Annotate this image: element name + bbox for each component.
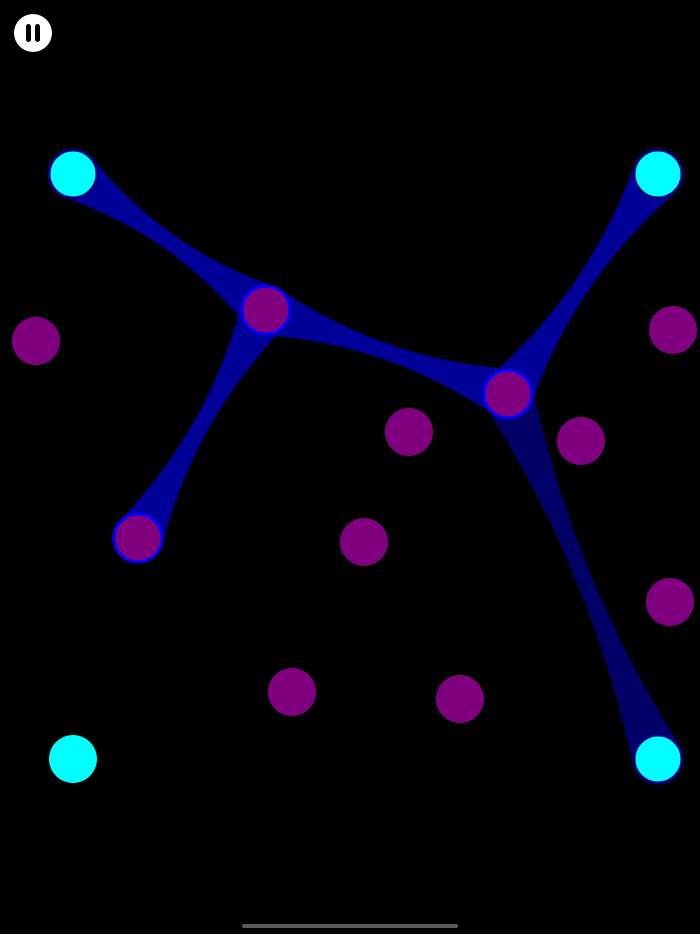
link-p2-p7 [115,297,289,551]
pause-button[interactable] [14,14,52,52]
free-node-p6[interactable] [557,417,605,465]
link-a1-p2 [58,152,281,332]
free-node-p10[interactable] [268,668,316,716]
free-node-p7[interactable] [112,512,164,564]
free-node-p3[interactable] [649,306,697,354]
free-node-p1[interactable] [12,317,60,365]
link-p4-a2 [486,159,680,409]
free-node-p11[interactable] [436,675,484,723]
anchor-node-a3[interactable] [49,735,97,783]
anchor-node-a4[interactable] [632,733,684,785]
anchor-node-a1[interactable] [47,148,99,200]
link-p4-a4 [483,384,683,769]
free-node-p8[interactable] [340,518,388,566]
anchor-node-a2[interactable] [632,148,684,200]
free-node-p5[interactable] [385,408,433,456]
home-indicator[interactable] [242,924,458,928]
free-node-p9[interactable] [646,578,694,626]
link-p2-p4 [257,285,517,419]
free-node-p4[interactable] [482,368,534,420]
free-node-p2[interactable] [240,284,292,336]
